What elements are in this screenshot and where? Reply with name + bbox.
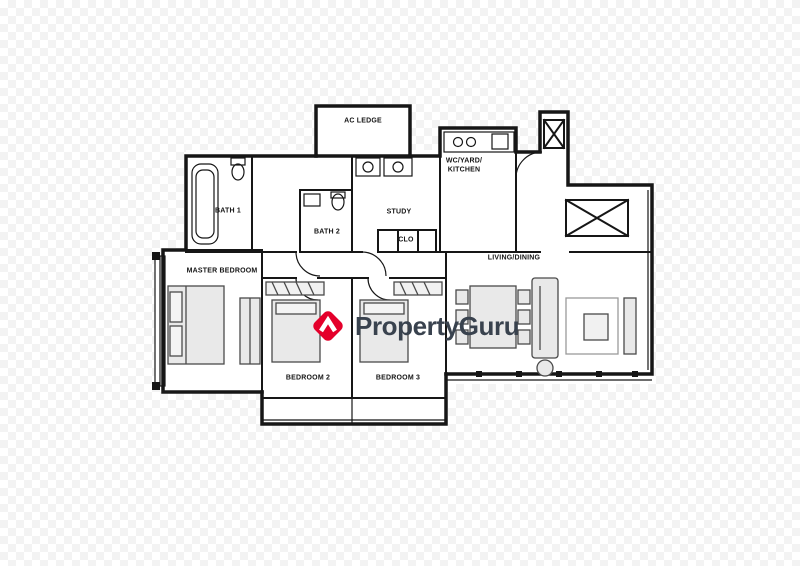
chair xyxy=(517,309,531,325)
kitchen-sink-icon xyxy=(491,133,509,150)
stove-burner-icon xyxy=(465,136,477,148)
room-label-bedroom-3: BEDROOM 3 xyxy=(375,374,421,382)
door-swing-arc xyxy=(295,251,321,277)
interior-walls xyxy=(162,118,653,425)
kitchen-counter xyxy=(443,131,515,153)
toilet-icon xyxy=(231,163,245,181)
pillow xyxy=(275,302,317,315)
chair xyxy=(455,289,469,305)
room-label-living-dining: LIVING/DINING xyxy=(487,254,541,262)
chair xyxy=(455,329,469,345)
room-label-ac-ledge: AC LEDGE xyxy=(344,117,382,125)
furniture xyxy=(167,277,637,377)
coffee-table xyxy=(583,313,609,341)
room-label-clo: CLO xyxy=(398,236,414,244)
pillow xyxy=(169,291,183,323)
pillow xyxy=(363,302,405,315)
ac-unit-box xyxy=(543,119,565,149)
fixture-box xyxy=(383,157,413,177)
window-mullions xyxy=(152,252,638,390)
room-label-wc-yard-kitchen: WC/YARD/ KITCHEN xyxy=(445,157,483,173)
room-label-master-bedroom: MASTER BEDROOM xyxy=(186,267,258,275)
propertyguru-logo-icon xyxy=(313,311,343,341)
propertyguru-logo-text: PropertyGuru xyxy=(355,310,520,341)
closet-outline xyxy=(377,229,437,253)
door-swing-arc xyxy=(361,251,387,277)
pillow xyxy=(169,325,183,357)
sink-icon xyxy=(303,193,321,207)
fixture-box xyxy=(355,157,381,177)
chair xyxy=(517,289,531,305)
planter-box xyxy=(565,199,629,237)
stove-burner-icon xyxy=(452,136,464,148)
logo-diamond xyxy=(313,311,343,341)
tv-console xyxy=(623,297,637,355)
chair xyxy=(455,309,469,325)
dining-table xyxy=(469,285,517,349)
propertyguru-watermark: PropertyGuru xyxy=(308,306,520,346)
ac-ledge-outline xyxy=(314,104,412,158)
rug xyxy=(565,297,619,355)
room-label-study: STUDY xyxy=(386,208,412,216)
side-table xyxy=(536,359,554,377)
toilet-icon xyxy=(331,193,345,211)
chair xyxy=(517,329,531,345)
room-label-bath-2: BATH 2 xyxy=(314,228,340,236)
sofa xyxy=(531,277,559,359)
logo-chevron xyxy=(319,315,337,333)
detail-lines xyxy=(154,131,652,424)
room-label-bath-1: BATH 1 xyxy=(215,207,241,215)
room-label-bedroom-2: BEDROOM 2 xyxy=(285,374,331,382)
door-swing-arc xyxy=(515,151,543,179)
bathtub-icon xyxy=(191,163,219,245)
